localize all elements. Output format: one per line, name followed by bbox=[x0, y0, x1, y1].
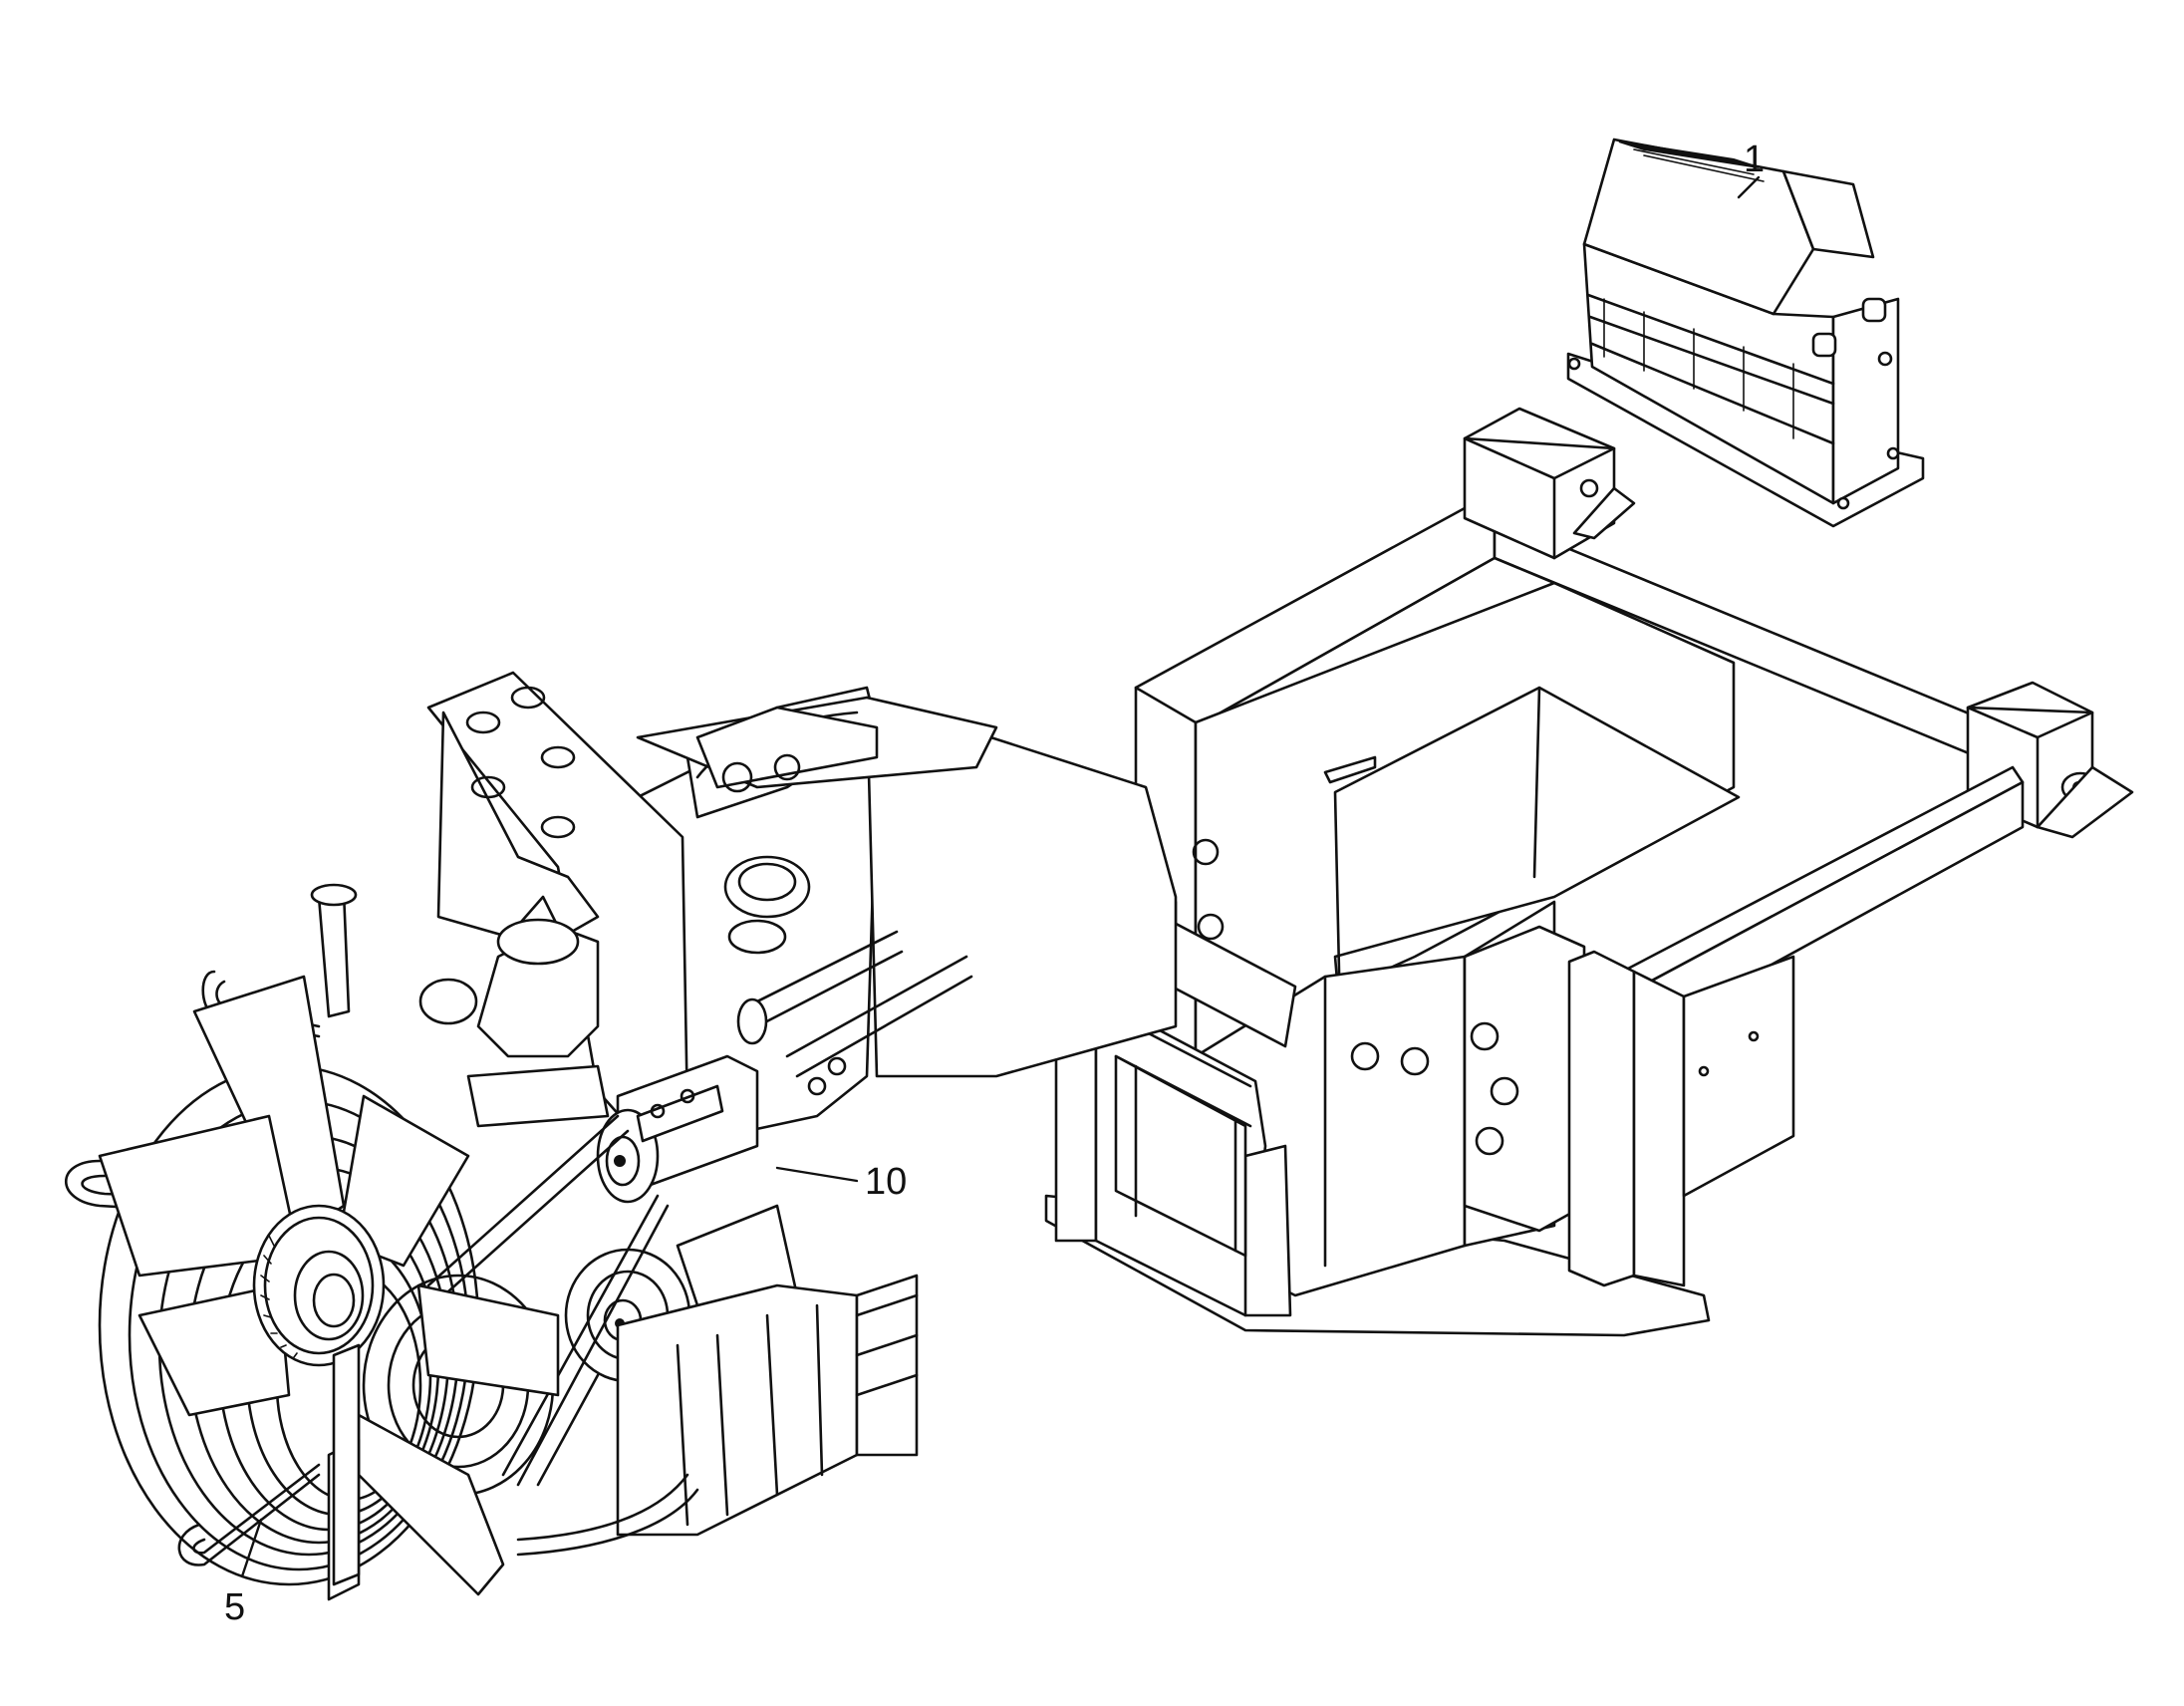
engine-assembly bbox=[310, 671, 1178, 1557]
callout-label-fan: 5 bbox=[224, 1586, 245, 1628]
subframe bbox=[1024, 407, 2134, 1337]
callout-1: 1 bbox=[1737, 139, 1765, 199]
callout-label-radiator: 1 bbox=[1744, 139, 1765, 180]
callout-10: 10 bbox=[775, 1161, 907, 1203]
fan-assembly bbox=[64, 970, 560, 1601]
callout-label-compressor: 10 bbox=[865, 1161, 907, 1203]
callout-5: 5 bbox=[224, 1518, 263, 1628]
radiator-unit bbox=[1566, 138, 1925, 528]
compressor bbox=[596, 1054, 759, 1204]
